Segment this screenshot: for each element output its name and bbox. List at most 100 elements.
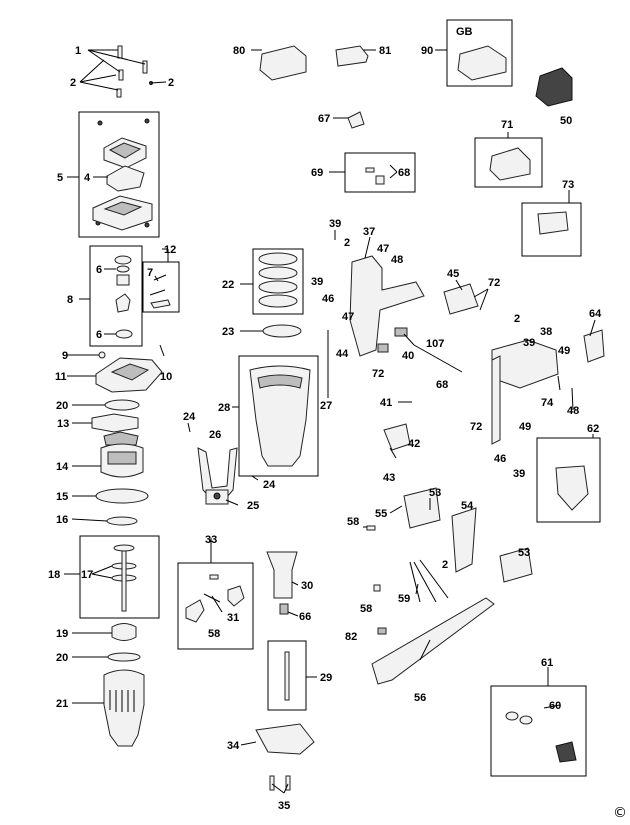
label-55: 55 <box>375 508 387 520</box>
label-59: 59 <box>398 593 410 605</box>
nose-rail <box>491 355 501 445</box>
label-21: 21 <box>56 698 68 710</box>
plate-53-top <box>403 487 441 529</box>
label-2c: 2 <box>344 237 350 249</box>
plug-58 <box>366 525 376 531</box>
plug-58b <box>373 584 381 592</box>
box-18 <box>79 535 160 619</box>
label-58a: 58 <box>208 628 220 640</box>
rings-22 <box>258 252 298 308</box>
label-71: 71 <box>501 119 513 131</box>
label-46b: 46 <box>494 453 506 465</box>
label-35: 35 <box>278 800 290 812</box>
part-10 <box>159 344 165 357</box>
label-43: 43 <box>383 472 395 484</box>
label-15: 15 <box>56 491 68 503</box>
label-47a: 47 <box>377 243 389 255</box>
box-12 <box>142 261 180 313</box>
label-41: 41 <box>380 397 392 409</box>
label-6a: 6 <box>96 264 102 276</box>
label-73: 73 <box>562 179 574 191</box>
label-16: 16 <box>56 514 68 526</box>
label-9: 9 <box>62 350 68 362</box>
screws-1 <box>116 45 153 98</box>
label-48b: 48 <box>567 405 579 417</box>
label-28: 28 <box>218 402 230 414</box>
ring-16 <box>106 516 138 526</box>
label-39d: 39 <box>513 468 525 480</box>
label-11: 11 <box>55 371 67 383</box>
label-24b: 24 <box>263 479 276 491</box>
box-5 <box>78 111 160 238</box>
box-62 <box>536 437 601 523</box>
label-37: 37 <box>363 226 375 238</box>
box-28 <box>238 355 319 477</box>
label-2e: 2 <box>442 559 448 571</box>
label-68b: 68 <box>436 379 448 391</box>
group-boxes <box>78 19 601 777</box>
battery-pack-71 <box>489 147 531 181</box>
label-80: 80 <box>233 45 245 57</box>
label-20b: 20 <box>56 652 68 664</box>
plate-54 <box>451 507 477 573</box>
label-90: 90 <box>421 45 433 57</box>
label-40: 40 <box>402 350 414 362</box>
screw-24b <box>251 475 259 481</box>
disc-13 <box>91 413 139 433</box>
label-20a: 20 <box>56 400 68 412</box>
cylinder-21 <box>103 669 145 747</box>
label-27: 27 <box>320 400 332 412</box>
cover-62 <box>555 465 589 511</box>
bumper-piece <box>103 431 139 446</box>
driver-guide-30 <box>266 551 298 599</box>
label-56: 56 <box>414 692 426 704</box>
bracket-64 <box>583 329 605 363</box>
label-53b: 53 <box>518 547 530 559</box>
label-1: 1 <box>75 45 81 57</box>
label-72c: 72 <box>470 421 482 433</box>
part-9 <box>98 351 106 359</box>
label-64: 64 <box>589 308 602 320</box>
label-42: 42 <box>408 438 420 450</box>
label-17: 17 <box>81 569 93 581</box>
label-14: 14 <box>56 461 69 473</box>
label-81: 81 <box>379 45 391 57</box>
charger-80 <box>259 45 307 81</box>
part-labels: 1 2 2 5 4 12 6 7 8 6 9 10 11 20 13 14 15… <box>48 26 627 821</box>
label-50: 50 <box>560 115 572 127</box>
box-8 <box>89 245 143 347</box>
label-72b: 72 <box>372 368 384 380</box>
label-39c: 39 <box>523 337 535 349</box>
part-69b <box>375 175 385 185</box>
label-47b: 47 <box>342 311 354 323</box>
label-25: 25 <box>247 500 259 512</box>
label-34: 34 <box>227 740 240 752</box>
label-29: 29 <box>320 672 332 684</box>
plate-53-bottom <box>499 547 533 583</box>
label-82: 82 <box>345 631 357 643</box>
part-107 <box>394 327 408 337</box>
label-gb: GB <box>456 26 473 38</box>
label-58c: 58 <box>360 603 372 615</box>
label-26: 26 <box>209 429 221 441</box>
parts-60 <box>505 711 577 763</box>
label-58b: 58 <box>347 516 359 528</box>
o-ring-20-bottom <box>107 652 141 662</box>
label-31: 31 <box>227 612 239 624</box>
piston-17 <box>113 544 135 552</box>
label-8: 8 <box>67 294 73 306</box>
label-67: 67 <box>318 113 330 125</box>
label-69: 69 <box>311 167 323 179</box>
ring-15 <box>95 488 149 504</box>
label-68a: 68 <box>398 167 410 179</box>
leader-lines <box>64 49 596 794</box>
label-13: 13 <box>57 418 69 430</box>
label-66: 66 <box>299 611 311 623</box>
label-49a: 49 <box>558 345 570 357</box>
label-48a: 48 <box>391 254 403 266</box>
label-33: 33 <box>205 534 217 546</box>
label-60: 60 <box>549 700 561 712</box>
label-18: 18 <box>48 569 60 581</box>
o-ring-20-top <box>104 399 140 411</box>
label-10: 10 <box>160 371 172 383</box>
